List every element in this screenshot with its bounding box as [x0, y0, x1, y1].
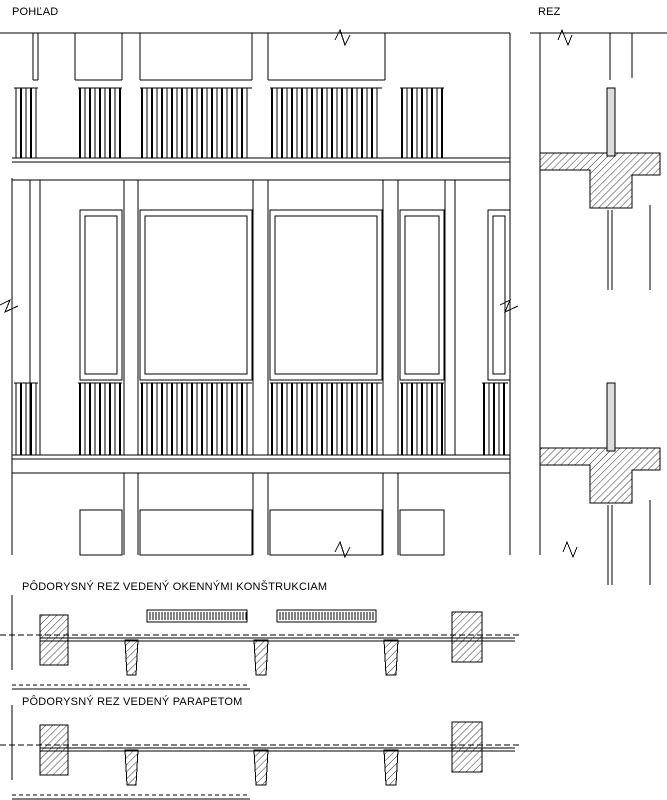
window-frame [79, 509, 123, 556]
insulation [606, 87, 616, 157]
window-pane [492, 215, 506, 375]
window-frame [79, 209, 123, 381]
window-pane [404, 215, 440, 375]
column-section [39, 724, 69, 776]
window-sill [146, 609, 248, 623]
pillar-section [124, 639, 139, 676]
window-frame [269, 509, 383, 556]
window-frame [399, 209, 445, 381]
column-section [451, 611, 483, 663]
window-frame [399, 509, 445, 556]
break-mark [562, 540, 578, 559]
insulation [606, 382, 616, 452]
window-sill [276, 609, 377, 623]
slab-section [539, 152, 661, 209]
break-mark [334, 28, 351, 47]
break-mark [0, 298, 19, 313]
window-frame [139, 509, 253, 556]
window-frame [269, 209, 383, 381]
break-mark [499, 298, 519, 313]
window-frame [139, 209, 253, 381]
plan-windows-drawing [0, 595, 520, 690]
plan-parapet-drawing [0, 705, 520, 800]
window-pane [144, 215, 248, 375]
plan-parapet-title: PÔDORYSNÝ REZ VEDENÝ PARAPETOM [22, 696, 243, 708]
column-section [451, 721, 483, 773]
elevation-title: POHĽAD [12, 6, 59, 18]
column-section [39, 614, 69, 666]
pillar-section [253, 749, 269, 786]
break-mark [334, 540, 351, 559]
window-pane [84, 215, 118, 375]
pillar-section [124, 749, 139, 786]
section-title: REZ [538, 6, 561, 18]
break-mark [557, 28, 573, 47]
pillar-section [383, 639, 399, 676]
plan-windows-title: PÔDORYSNÝ REZ VEDENÝ OKENNÝMI KONŠTRUKCI… [22, 581, 328, 593]
window-frame [487, 209, 511, 381]
window-pane [274, 215, 378, 375]
elevation-drawing [0, 28, 519, 559]
slab-section [539, 447, 661, 504]
pillar-section [253, 639, 269, 676]
pillar-section [383, 749, 399, 786]
section-drawing [530, 28, 667, 585]
